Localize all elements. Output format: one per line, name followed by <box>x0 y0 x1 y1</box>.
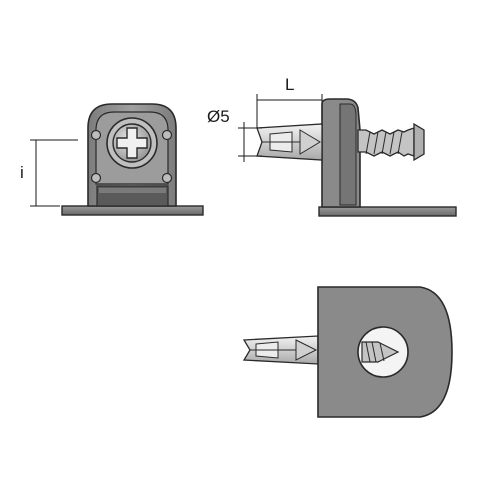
height-dimension: i <box>20 139 78 207</box>
top-expansion-pin <box>242 335 319 365</box>
height-label: i <box>20 163 24 182</box>
wood-screw-icon <box>357 122 425 162</box>
side-view-bracket <box>256 98 457 217</box>
front-base-plate <box>61 205 204 216</box>
front-left-rivet <box>90 129 102 141</box>
length-dimension: L <box>256 75 323 128</box>
front-right-rivet-lower <box>161 172 173 184</box>
expansion-pin-icon <box>256 123 323 161</box>
top-screw-head-icon <box>361 341 400 363</box>
front-right-rivet <box>161 129 173 141</box>
diameter-dimension: Ø5 <box>207 107 262 162</box>
diameter-label: Ø5 <box>207 107 230 126</box>
top-view-bracket <box>242 286 453 418</box>
phillips-screw-head-icon <box>106 117 158 169</box>
front-view-bracket <box>61 103 204 216</box>
side-base-plate <box>318 206 457 217</box>
front-left-rivet-lower <box>90 172 102 184</box>
length-label: L <box>285 75 294 94</box>
